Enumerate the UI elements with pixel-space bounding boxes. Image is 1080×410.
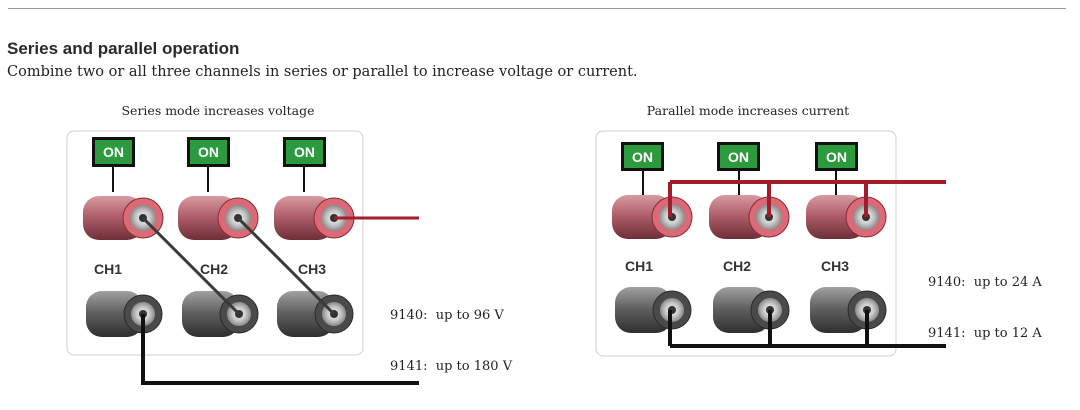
on-button-label: ON (632, 149, 653, 165)
spec-model: 9141: (928, 326, 966, 341)
on-button-face (624, 145, 661, 168)
series-caption: Series mode increases voltage (121, 103, 315, 118)
series-spec-9140: 9140: up to 96 V (390, 307, 512, 324)
spec-value: up to 96 V (435, 308, 504, 323)
parallel-panel: ON ON ON (595, 130, 946, 357)
on-button-face (818, 145, 855, 168)
series-ch1-label: CH1 (94, 261, 122, 277)
spec-model: 9140: (928, 275, 966, 290)
ch3-on-button[interactable]: ON (815, 142, 858, 171)
on-button-label: ON (198, 144, 219, 160)
ch1-positive-terminal[interactable] (83, 196, 164, 240)
parallel-ch3-label: CH3 (821, 258, 849, 274)
ch2-negative-terminal[interactable] (182, 291, 259, 337)
on-button-face (190, 140, 227, 164)
spec-model: 9140: (390, 308, 428, 323)
series-ch3-label: CH3 (298, 261, 326, 277)
parallel-negative-bus (668, 310, 946, 348)
series-link-ch1-ch2 (141, 216, 241, 316)
ch2-positive-terminal[interactable] (709, 195, 790, 239)
on-button-label: ON (826, 149, 847, 165)
ch1-on-button[interactable]: ON (92, 137, 135, 167)
spec-value: up to 12 A (973, 326, 1042, 341)
ch3-negative-terminal[interactable] (810, 287, 887, 333)
series-specs: 9140: up to 96 V 9141: up to 180 V (390, 273, 512, 392)
series-spec-9141: 9141: up to 180 V (390, 358, 512, 375)
spec-value: up to 24 A (973, 275, 1042, 290)
on-button-face (720, 145, 757, 168)
section-title: Series and parallel operation (7, 39, 240, 58)
ch3-positive-terminal[interactable] (806, 195, 887, 239)
top-divider (8, 8, 1066, 9)
series-negative-output-wire (141, 314, 419, 385)
parallel-spec-9140: 9140: up to 24 A (928, 274, 1042, 291)
parallel-specs: 9140: up to 24 A 9141: up to 12 A (928, 240, 1042, 359)
ch1-on-button[interactable]: ON (621, 142, 664, 171)
parallel-ch2-label: CH2 (723, 258, 751, 274)
parallel-caption: Parallel mode increases current (646, 103, 850, 118)
ch2-negative-terminal[interactable] (713, 287, 790, 333)
ch1-negative-terminal[interactable] (86, 291, 163, 337)
series-panel: ON ON ON (66, 130, 419, 385)
ch2-positive-terminal[interactable] (178, 196, 259, 240)
ch1-negative-terminal[interactable] (615, 287, 692, 333)
spec-model: 9141: (390, 359, 428, 374)
on-button-label: ON (294, 144, 315, 160)
spec-value: up to 180 V (435, 359, 513, 374)
series-ch2-label: CH2 (200, 261, 228, 277)
ch2-on-button[interactable]: ON (187, 137, 230, 167)
on-button-face (286, 140, 323, 164)
ch2-on-button[interactable]: ON (717, 142, 760, 171)
parallel-ch1-label: CH1 (625, 258, 653, 274)
parallel-positive-bus (668, 180, 946, 217)
ch3-negative-terminal[interactable] (277, 291, 354, 337)
ch1-positive-terminal[interactable] (612, 195, 693, 239)
on-button-face (95, 140, 132, 164)
parallel-spec-9141: 9141: up to 12 A (928, 325, 1042, 342)
ch3-on-button[interactable]: ON (283, 137, 326, 167)
on-button-label: ON (728, 149, 749, 165)
on-button-label: ON (103, 144, 124, 160)
section-description: Combine two or all three channels in ser… (7, 64, 638, 80)
series-link-ch2-ch3 (236, 216, 336, 316)
